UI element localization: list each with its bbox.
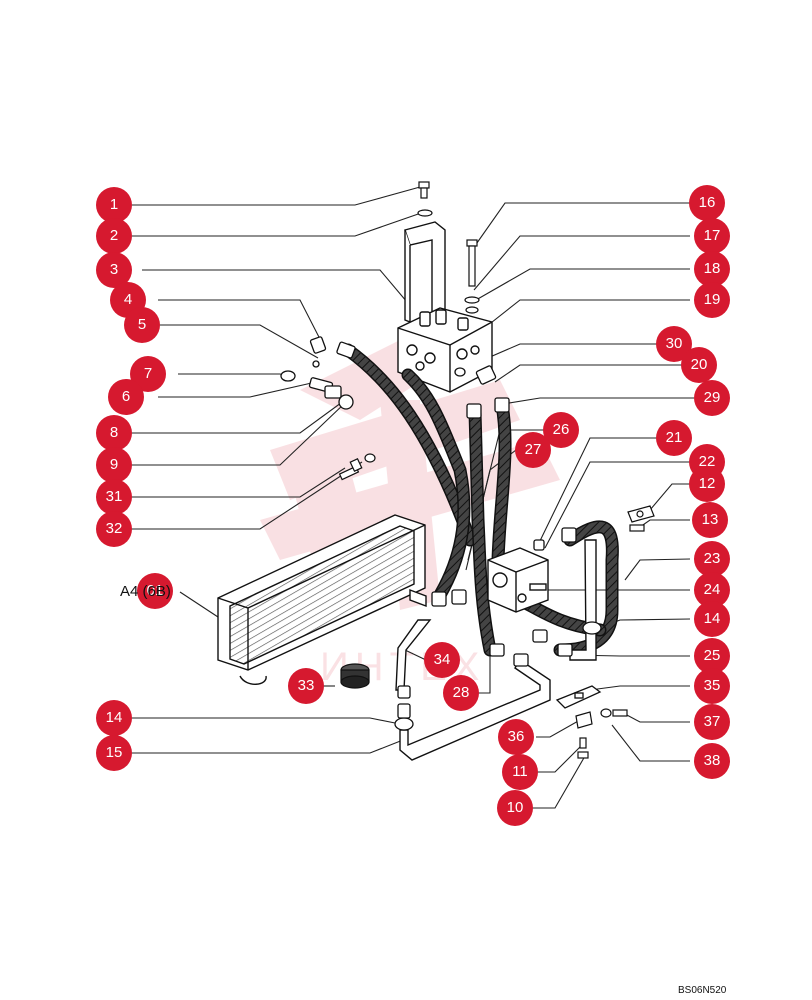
callout-36[interactable]: 36 [498,719,534,755]
callout-11[interactable]: 11 [502,754,538,790]
callout-01[interactable]: 01 [137,573,173,609]
bolt-11 [579,737,587,749]
callout-23[interactable]: 23 [694,541,730,577]
grommet-33 [340,663,370,689]
bolt-37 [612,709,628,717]
mounting-bracket [404,221,446,324]
callout-29[interactable]: 29 [694,380,730,416]
bolt-16 [466,239,478,287]
valve-block [397,307,493,393]
callout-14[interactable]: 14 [694,601,730,637]
callout-8[interactable]: 8 [96,415,132,451]
sheet-code: BS06N520 [678,985,727,996]
callout-12[interactable]: 12 [689,466,725,502]
washer-18 [464,296,480,304]
washer-19 [465,306,479,314]
washer-2 [417,209,433,217]
callout-10[interactable]: 10 [497,790,533,826]
washer-38 [600,708,612,718]
callout-9[interactable]: 9 [96,447,132,483]
callout-27[interactable]: 27 [515,432,551,468]
callout-16[interactable]: 16 [689,185,725,221]
nut-10 [577,751,589,759]
callout-32[interactable]: 32 [96,511,132,547]
callout-13[interactable]: 13 [692,502,728,538]
callout-17[interactable]: 17 [694,218,730,254]
fittings [280,336,602,731]
plate-bracket-35 [555,685,602,709]
clip-36 [575,711,593,729]
callout-6[interactable]: 6 [108,379,144,415]
bolt-31 [338,457,363,481]
bolt-1 [418,181,430,199]
callout-28[interactable]: 28 [443,675,479,711]
callout-14[interactable]: 14 [96,700,132,736]
callout-1[interactable]: 1 [96,187,132,223]
callout-38[interactable]: 38 [694,743,730,779]
callout-33[interactable]: 33 [288,668,324,704]
callout-35[interactable]: 35 [694,668,730,704]
callout-20[interactable]: 20 [681,347,717,383]
callout-21[interactable]: 21 [656,420,692,456]
callout-2[interactable]: 2 [96,218,132,254]
leader-lines [130,186,694,809]
clamp-12 [627,505,655,523]
callout-26[interactable]: 26 [543,412,579,448]
callout-15[interactable]: 15 [96,735,132,771]
assembly-reference: A4 (6B) [120,583,171,600]
callout-5[interactable]: 5 [124,307,160,343]
callout-37[interactable]: 37 [694,704,730,740]
callout-19[interactable]: 19 [694,282,730,318]
callout-18[interactable]: 18 [694,251,730,287]
washer-32 [364,453,376,463]
callout-34[interactable]: 34 [424,642,460,678]
oil-cooler [217,514,427,685]
hydraulic-pump [487,547,549,613]
bolt-13 [629,524,645,532]
callout-31[interactable]: 31 [96,479,132,515]
